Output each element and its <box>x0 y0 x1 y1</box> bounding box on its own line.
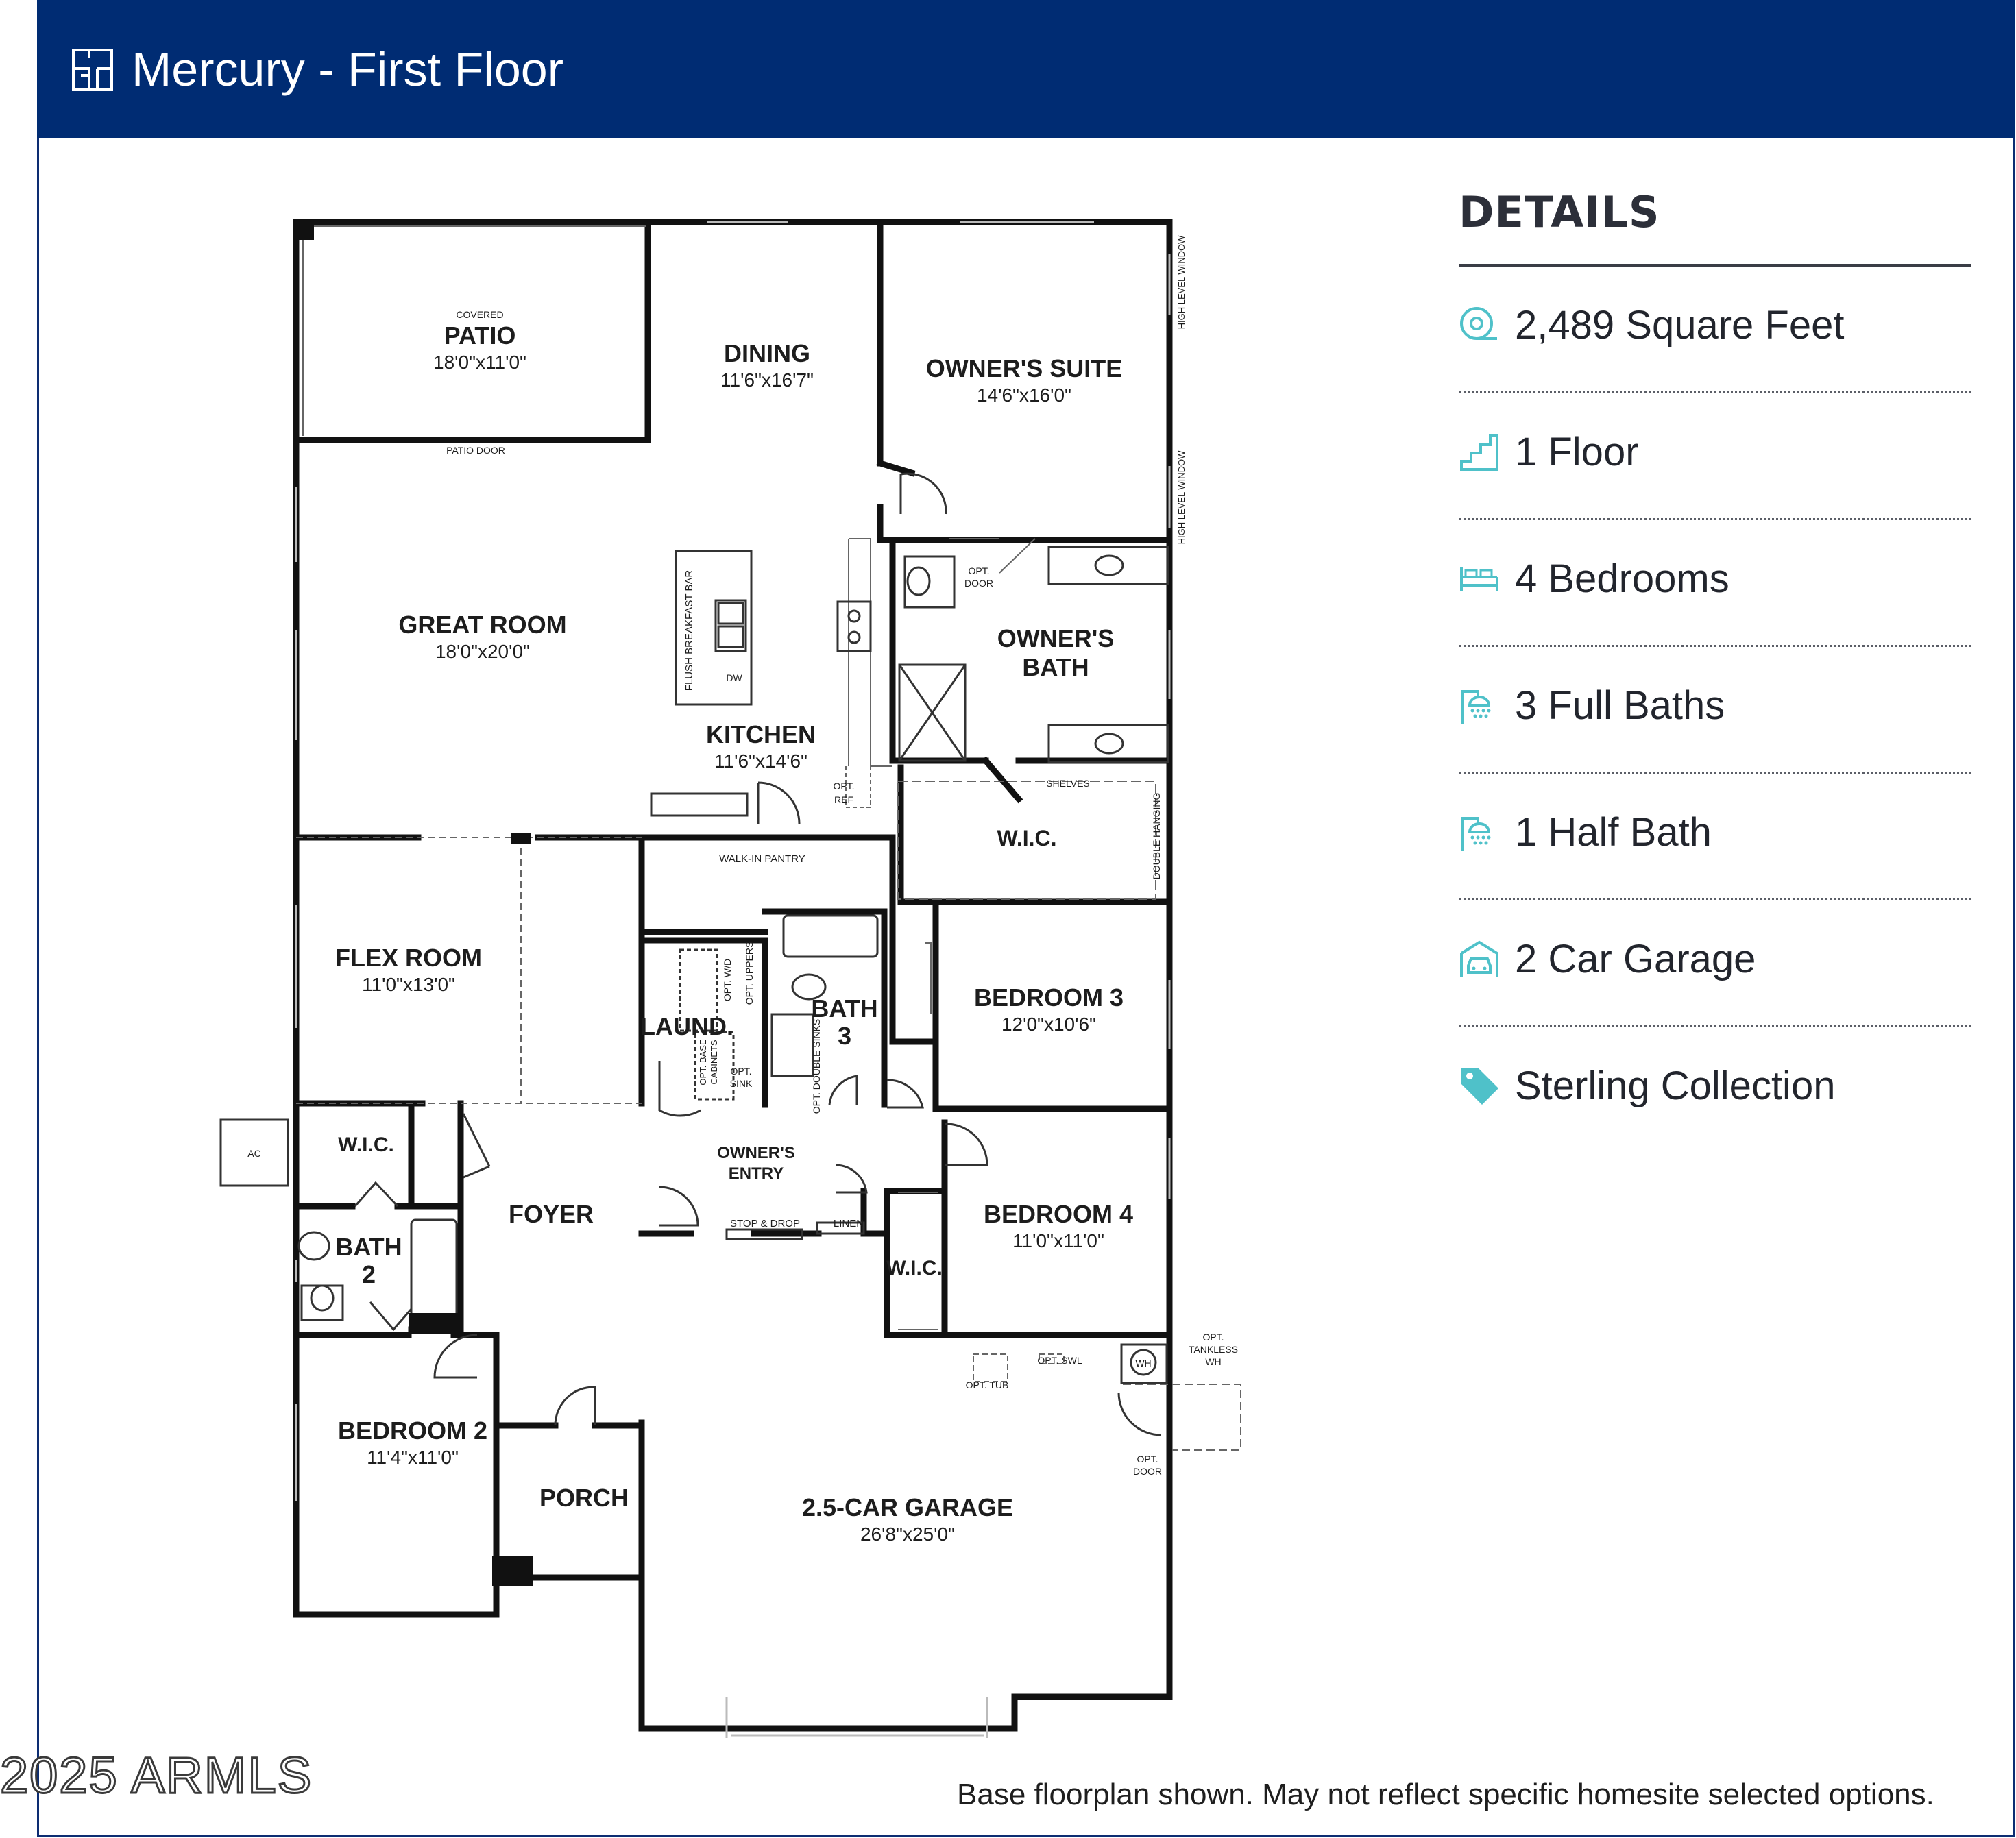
detail-bedrooms: 4 Bedrooms <box>1459 520 1971 647</box>
detail-half-baths: 1 Half Bath <box>1459 774 1971 900</box>
tag-icon <box>1461 1068 1498 1105</box>
floorplan-icon <box>72 49 113 91</box>
opt-door-garage-label-1: OPT. <box>1137 1454 1158 1465</box>
bedroom4-label: BEDROOM 4 <box>984 1200 1133 1228</box>
bedroom2-dim: 11'4"x11'0" <box>367 1447 459 1468</box>
bath2-label-2: 2 <box>362 1260 376 1288</box>
garage-dim: 26'8"x25'0" <box>860 1523 955 1545</box>
bedroom3-label: BEDROOM 3 <box>974 983 1124 1012</box>
opt-door-label-1: OPT. <box>968 565 989 576</box>
foyer-label: FOYER <box>509 1200 594 1228</box>
detail-garage: 2 Car Garage <box>1459 900 1971 1027</box>
patio-door-label: PATIO DOOR <box>446 445 505 456</box>
covered-label: COVERED <box>456 309 503 320</box>
owners-bath-label-1: OWNER'S <box>997 624 1115 652</box>
high-level-window-label-2: HIGH LEVEL WINDOW <box>1176 450 1187 544</box>
detail-collection: Sterling Collection <box>1459 1027 1971 1152</box>
bath2-label-1: BATH <box>335 1233 402 1261</box>
great-room-dim: 18'0"x20'0" <box>435 641 530 662</box>
owners-entry-label-1: OWNER'S <box>717 1144 795 1162</box>
owners-entry-label-2: ENTRY <box>729 1164 784 1183</box>
dw-label: DW <box>726 672 742 683</box>
opt-door-garage-label-2: DOOR <box>1133 1466 1162 1477</box>
owners-bath-label-2: BATH <box>1022 653 1089 681</box>
detail-label: 1 Floor <box>1515 430 1639 474</box>
opt-swl-label: OPT. SWL <box>1037 1355 1082 1366</box>
bath3-label-2: 3 <box>838 1022 851 1050</box>
dining-label: DINING <box>724 339 810 367</box>
bedroom2-label: BEDROOM 2 <box>338 1417 487 1445</box>
opt-tankless-label-1: OPT. <box>1202 1332 1224 1343</box>
garage-label: 2.5-CAR GARAGE <box>802 1493 1013 1521</box>
opt-tub-label: OPT. TUB <box>966 1380 1009 1390</box>
flex-room-label: FLEX ROOM <box>335 944 482 972</box>
owners-suite-label: OWNER'S SUITE <box>926 354 1123 382</box>
detail-floors: 1 Floor <box>1459 393 1971 520</box>
detail-label: 2 Car Garage <box>1515 937 1756 981</box>
opt-tankless-label-2: TANKLESS <box>1189 1344 1238 1355</box>
laundry-label: LAUND. <box>640 1012 733 1040</box>
opt-tankless-label-3: WH <box>1205 1356 1221 1367</box>
page-title: Mercury - First Floor <box>132 42 563 96</box>
patio-label: PATIO <box>444 321 516 350</box>
wic-main-label: W.I.C. <box>997 826 1056 850</box>
detail-square-feet: 2,489 Square Feet <box>1459 267 1971 393</box>
opt-base-cabinets-label-2: CABINETS <box>709 1040 719 1084</box>
shelves-label: SHELVES <box>1046 778 1090 789</box>
shower-icon <box>1461 817 1491 851</box>
wic-bed4-label: W.I.C. <box>886 1257 943 1279</box>
garage-car-icon <box>1460 940 1498 977</box>
bed-icon <box>1460 567 1498 591</box>
details-heading: DETAILS <box>1459 187 1660 237</box>
watermark: 2025 ARMLS <box>0 1746 313 1805</box>
stairs-icon <box>1460 434 1498 471</box>
details-divider <box>1459 264 1971 267</box>
detail-full-baths: 3 Full Baths <box>1459 647 1971 774</box>
shower-icon <box>1461 690 1491 724</box>
wh-label: WH <box>1135 1358 1151 1369</box>
detail-label: Sterling Collection <box>1515 1064 1836 1108</box>
opt-door-label-2: DOOR <box>964 578 993 589</box>
detail-label: 4 Bedrooms <box>1515 556 1729 601</box>
double-hanging-label: DOUBLE HANGING <box>1151 793 1162 880</box>
bedroom4-dim: 11'0"x11'0" <box>1012 1230 1104 1251</box>
linen-label: LINEN <box>834 1218 864 1229</box>
flush-breakfast-bar-label: FLUSH BREAKFAST BAR <box>683 570 695 691</box>
opt-ref-label-1: OPT. <box>833 781 854 792</box>
bedroom3-dim: 12'0"x10'6" <box>1001 1014 1096 1035</box>
owners-suite-dim: 14'6"x16'0" <box>977 384 1071 406</box>
opt-base-cabinets-label-1: OPT. BASE <box>698 1039 708 1086</box>
kitchen-label: KITCHEN <box>706 720 816 748</box>
page-frame <box>37 0 2015 1837</box>
detail-label: 2,489 Square Feet <box>1515 303 1845 347</box>
walk-in-pantry-label: WALK-IN PANTRY <box>719 853 805 865</box>
floor-plan: COVERED PATIO 18'0"x11'0" PATIO DOOR DIN… <box>219 219 1241 1738</box>
ac-label: AC <box>247 1148 260 1159</box>
porch-label: PORCH <box>539 1484 629 1512</box>
detail-label: 3 Full Baths <box>1515 683 1725 728</box>
opt-double-sinks-label: OPT. DOUBLE SINKS <box>811 1019 822 1114</box>
opt-wd-label: OPT. W/D <box>722 959 733 1001</box>
opt-sink-label-1: OPT. <box>730 1066 751 1077</box>
opt-ref-label-2: REF <box>834 794 853 805</box>
disclaimer-text: Base floorplan shown. May not reflect sp… <box>957 1778 1934 1811</box>
dining-dim: 11'6"x16'7" <box>720 369 814 391</box>
great-room-label: GREAT ROOM <box>398 611 566 639</box>
wic-bath2-label: W.I.C. <box>338 1134 394 1156</box>
high-level-window-label-1: HIGH LEVEL WINDOW <box>1176 235 1187 329</box>
flex-room-dim: 11'0"x13'0" <box>362 974 455 995</box>
patio-dim: 18'0"x11'0" <box>433 352 526 373</box>
bath3-label-1: BATH <box>811 994 877 1022</box>
details-panel: DETAILS 2,489 Square Feet 1 Floor 4 Bedr… <box>1459 182 1971 1152</box>
kitchen-dim: 11'6"x14'6" <box>714 750 807 772</box>
tape-measure-icon <box>1460 307 1497 340</box>
stop-drop-label: STOP & DROP <box>730 1218 800 1229</box>
header-bar: Mercury - First Floor <box>37 0 2015 138</box>
detail-label: 1 Half Bath <box>1515 810 1712 855</box>
opt-uppers-label: OPT. UPPERS <box>744 942 755 1005</box>
opt-sink-label-2: SINK <box>730 1078 753 1089</box>
